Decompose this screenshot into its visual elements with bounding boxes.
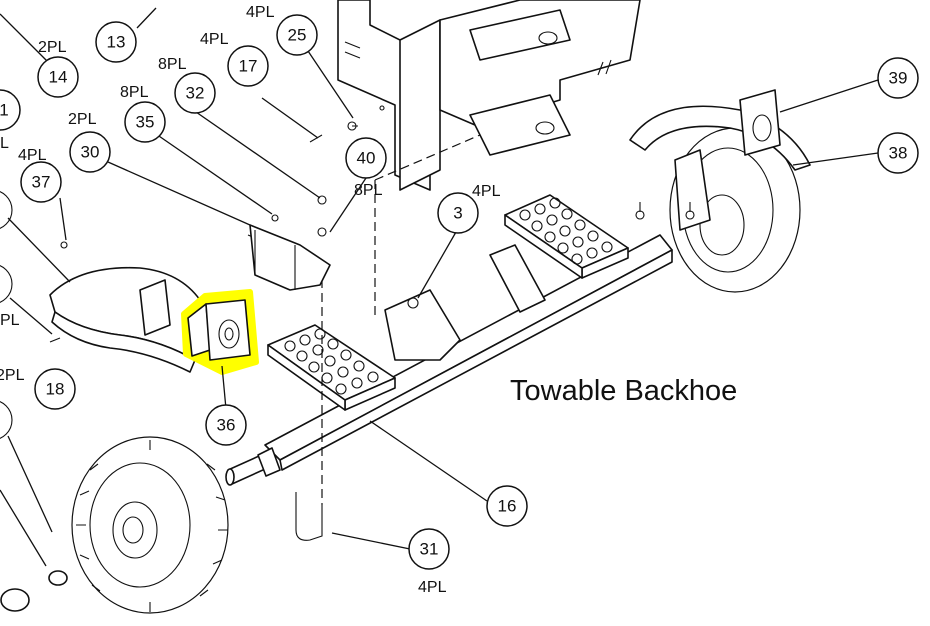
quantity-labels: 2PL 4PL 4PL 8PL 8PL 2PL 4PL 8PL 4PL 2PL … <box>0 4 501 596</box>
svg-text:3: 3 <box>453 204 462 223</box>
qty-label: 8PL <box>120 84 149 101</box>
svg-text:18: 18 <box>46 380 65 399</box>
callout-18: 18 <box>34 368 76 410</box>
svg-text:40: 40 <box>357 149 376 168</box>
svg-text:36: 36 <box>217 416 236 435</box>
svg-text:25: 25 <box>288 26 307 45</box>
axle-assembly <box>225 194 673 541</box>
svg-text:17: 17 <box>239 57 258 76</box>
hardware <box>0 105 695 612</box>
qty-label: 4PL <box>418 579 447 596</box>
callout-35: 35 <box>124 101 166 143</box>
callout-17: 17 <box>227 45 269 87</box>
callout-40: 40 <box>345 137 387 179</box>
qty-label: 2PL <box>0 367 25 384</box>
qty-label: 2PL <box>68 111 97 128</box>
qty-label: 4PL <box>472 183 501 200</box>
left-fender-assembly <box>49 224 331 373</box>
callout-3: 3 <box>437 192 479 234</box>
qty-label: 8PL <box>354 182 383 199</box>
qty-label: 4PL <box>200 31 229 48</box>
callout-14: 14 <box>37 56 79 98</box>
callout-38: 38 <box>877 132 919 174</box>
highlighted-light-36 <box>181 289 259 375</box>
callout-32: 32 <box>174 72 216 114</box>
leader-lines <box>0 7 879 567</box>
svg-text:13: 13 <box>107 33 126 52</box>
qty-label: PL <box>0 312 20 329</box>
svg-text:16: 16 <box>498 497 517 516</box>
callout-1: 1 <box>0 89 21 131</box>
qty-label: L <box>0 135 9 152</box>
qty-label: 8PL <box>158 56 187 73</box>
svg-text:1: 1 <box>0 101 9 120</box>
left-wheel <box>71 436 229 614</box>
callout-37: 37 <box>20 161 62 203</box>
callout-36: 36 <box>205 404 247 446</box>
right-wheel <box>629 89 811 293</box>
edge-callouts <box>0 191 13 439</box>
svg-text:35: 35 <box>136 113 155 132</box>
callout-13: 13 <box>95 21 137 63</box>
qty-label: 2PL <box>38 39 67 56</box>
svg-text:14: 14 <box>49 68 68 87</box>
svg-text:31: 31 <box>420 540 439 559</box>
svg-text:38: 38 <box>889 144 908 163</box>
svg-text:30: 30 <box>81 143 100 162</box>
diagram-title: Towable Backhoe <box>510 375 737 407</box>
backhoe-mount-frame <box>337 0 641 315</box>
svg-text:37: 37 <box>32 173 51 192</box>
qty-label: 4PL <box>18 147 47 164</box>
callouts: 1 13 14 25 17 32 35 30 37 40 3 36 18 16 … <box>0 14 919 570</box>
callout-25: 25 <box>276 14 318 56</box>
svg-text:39: 39 <box>889 69 908 88</box>
qty-label: 4PL <box>246 4 275 21</box>
callout-39: 39 <box>877 57 919 99</box>
svg-text:32: 32 <box>186 84 205 103</box>
callout-31: 31 <box>408 528 450 570</box>
callout-30: 30 <box>69 131 111 173</box>
callout-16: 16 <box>486 485 528 527</box>
